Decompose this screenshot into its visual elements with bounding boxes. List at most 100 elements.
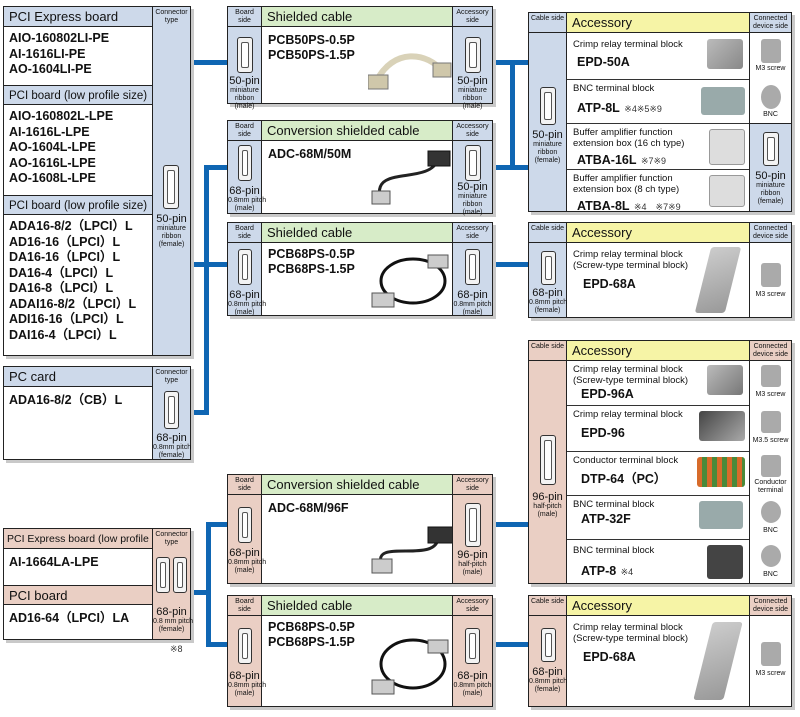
item-description: BNC terminal block [573, 545, 655, 556]
pci-lp-header-2: PCI board (low profile size) [4, 195, 152, 215]
cable-side-label: Cable side [529, 596, 567, 616]
link-pci-to-cable1 [191, 60, 227, 65]
pin-detail: 0.8mm pitch [529, 678, 568, 685]
board-side-label: Board side [228, 223, 262, 243]
pin-detail: ribbon [462, 95, 483, 102]
product-name: AO-1616L-LPE [9, 155, 96, 170]
connector-68pin-icon [164, 391, 179, 429]
item-description: BNC terminal block [573, 499, 655, 510]
pin-gender: (female) [158, 241, 185, 248]
product-name: DTP-64（PC） [581, 472, 667, 486]
accessory-box-68pin: Cable side Accessory Connected device si… [528, 222, 792, 318]
link-bottom-to-cable4 [206, 522, 227, 527]
link-cable2-acc1 [493, 165, 528, 170]
accessory-header: Accessory [567, 596, 749, 616]
pci-express-header: PCI Express board [4, 7, 152, 27]
pin-count: 50-pin [156, 213, 187, 225]
device-type: M3 screw [755, 391, 786, 398]
bnc-terminal-image [699, 501, 743, 529]
pin-detail: ribbon [760, 190, 781, 197]
product-name: DA16-16（LPCI）L [9, 250, 121, 264]
connector-96pin-icon [540, 435, 556, 485]
product-name: AD16-64（LPCI）LA [9, 611, 130, 625]
pci-lp-product-list-2: ADA16-8/2（LPCI）L AD16-16（LPCI）L DA16-16（… [9, 219, 136, 343]
product-name: PCB68PS-1.5P [268, 262, 355, 276]
conversion-cable-image [371, 526, 455, 574]
product-name: DAI16-4（LPCI）L [9, 327, 117, 342]
connector-68pin-icon [541, 628, 556, 662]
pci-lp-title-2: PCI board (low profile size) [9, 200, 148, 212]
accessory-title: Accessory [572, 343, 632, 358]
product-name: EPD-68A [583, 277, 636, 291]
link-to-cable2 [204, 165, 227, 170]
product-name: AO-1608L-LPE [9, 171, 96, 185]
conductor-terminal-image [697, 457, 745, 487]
cable-header: Conversion shielded cable [262, 121, 452, 141]
pin-count: 50-pin [457, 75, 488, 87]
product-name: EPD-50A [577, 55, 630, 69]
item-description: extension box (16 ch type) [573, 138, 685, 149]
product-name: PCB50PS-1.5P [268, 48, 355, 62]
pci-connector-column: 50-pin miniature ribbon (female) [152, 27, 190, 355]
pin-count: 68-pin [457, 289, 488, 301]
connector-68pin-icon [238, 628, 252, 664]
screw-terminal-icon [761, 263, 781, 287]
cable-box-pcb68ps-2: Board side Shielded cable Accessory side… [227, 595, 493, 707]
pin-count: 96-pin [532, 491, 563, 503]
pci-board-header: PCI board [4, 585, 152, 605]
cable-side-label: Cable side [529, 341, 567, 361]
pin-gender: (female) [534, 157, 561, 164]
device-type: M3 screw [755, 670, 786, 677]
pin-detail: 0.8mm pitch [228, 301, 267, 308]
pin-gender: (female) [757, 198, 784, 205]
connector-68pin-icon [465, 249, 480, 285]
accessory-title: Accessory [572, 225, 632, 240]
pin-gender: (female) [534, 686, 561, 693]
accessory-box-68pin-2: Cable side Accessory Connected device si… [528, 595, 792, 707]
link-cable4-acc3 [493, 522, 528, 527]
connector-68pin-icon [238, 507, 252, 543]
link-vertical-right [510, 60, 515, 170]
pin-detail: miniature [458, 87, 487, 94]
link-bottom-vertical [206, 522, 211, 647]
pin-count: 68-pin [532, 287, 563, 299]
pci-lp-product-list-1: AIO-160802L-LPE AI-1616L-LPE AO-1604L-LP… [9, 109, 113, 187]
pin-detail: 0.8mm pitch [453, 301, 492, 308]
product-name: ADA16-8/2（LPCI）L [9, 219, 133, 233]
product-name: AIO-160802LI-PE [9, 31, 110, 45]
pc-card-connector-column: 68-pin 0.8mm pitch (female) [152, 387, 191, 459]
terminal-block-image [693, 622, 743, 700]
product-name: AO-1604LI-PE [9, 62, 92, 76]
screw-terminal-icon [761, 411, 781, 433]
accessory-header: Accessory [567, 13, 749, 33]
pcie-lp-title: PCI Express board (low profile size) [7, 533, 174, 545]
item-description: Crimp relay terminal block [573, 409, 683, 420]
cable-title: Shielded cable [267, 9, 353, 24]
cable-header: Conversion shielded cable [262, 475, 452, 495]
item-description: Conductor terminal block [573, 455, 679, 466]
pin-count: 50-pin [532, 129, 563, 141]
connector-68pin-icon [173, 557, 187, 593]
device-type: Conductor terminal [754, 479, 787, 494]
connector-type-label: Connector type [152, 7, 190, 27]
product-name: ATP-8 [581, 564, 617, 578]
terminal-block-image [694, 247, 742, 313]
pin-count: 50-pin [755, 170, 786, 182]
pci-lp-title-1: PCI board (low profile size) [9, 90, 148, 102]
pc-card-title: PC card [9, 369, 56, 384]
product-name: PCB50PS-0.5P [268, 33, 355, 47]
pin-count: 68-pin [457, 670, 488, 682]
bnc-terminal-image [707, 545, 743, 579]
connector-50pin-icon [465, 145, 481, 181]
product-name: DA16-8（LPCI）L [9, 281, 114, 295]
screw-terminal-icon [761, 365, 781, 387]
terminal-block-image [699, 411, 745, 441]
device-type: M3 screw [755, 291, 786, 298]
shielded-cable-image [371, 638, 449, 695]
